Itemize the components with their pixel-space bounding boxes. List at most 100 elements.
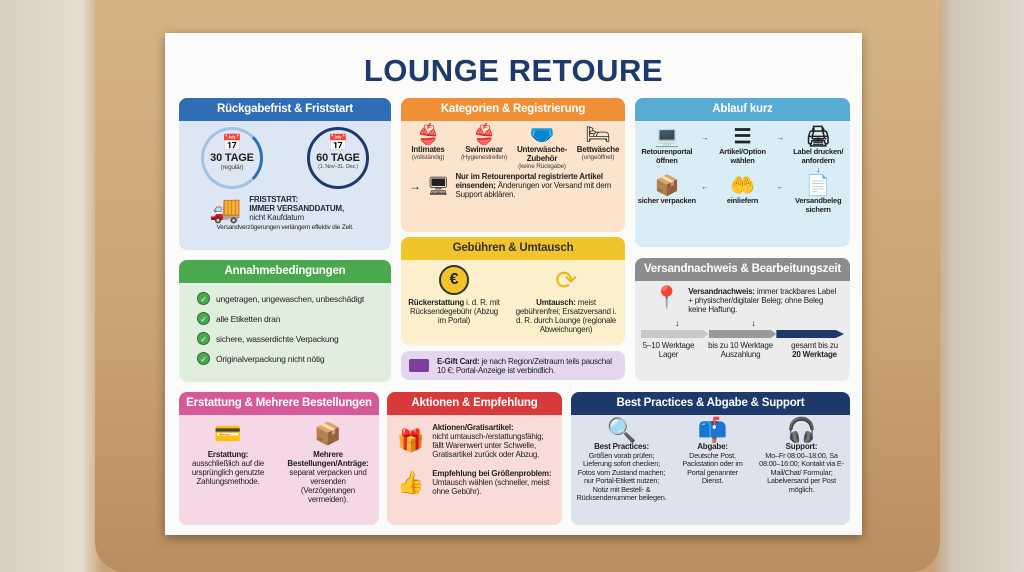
document-icon: 📄 (805, 175, 831, 197)
poster-title: LOUNGE RETOURE (363, 53, 664, 88)
panel-header: Gebühren & Umtausch (401, 237, 625, 260)
exchange-info: ⟳Umtausch: meist gebührenfrei; Ersatzver… (514, 265, 618, 334)
refund-text: i. d. R. mit Rücksendegebühr (Abzug im P… (409, 298, 500, 325)
days-30: 30 TAGE (210, 152, 254, 164)
support-text: Mo–Fr 08:00–18:00, Sa 08:00–16:00; Konta… (759, 450, 844, 494)
panel-header: Rückgabefrist & Friststart (179, 98, 391, 121)
arrow-right-icon: → (409, 178, 421, 193)
panel-gebuehren: Gebühren & Umtausch €Rückerstattung i. d… (401, 237, 625, 345)
category-bettwaesche: 🛏Bettwäsche(ungeöffnet) (572, 125, 624, 170)
arrow-icon: ← (776, 182, 785, 191)
category-label: Intimates (411, 145, 445, 154)
gift-text: je nach Region/Zeitraum teils pauschal 1… (437, 356, 612, 375)
check-icon: ✓ (197, 332, 210, 345)
arrow-down-icon: ↓ (751, 318, 756, 328)
abgabe-text: Deutsche Post, Packstation oder im Porta… (682, 450, 743, 485)
badge-60-days: 📅 60 TAGE (1. Nov–31. Dez.) (307, 127, 369, 189)
promo-text: nicht umtausch-/erstattungsfähig; fällt … (432, 432, 544, 459)
gift-label: E-Gift Card: (437, 356, 480, 366)
arrow-icon: ← (701, 182, 709, 191)
step-artikel: ☰Artikel/Option wählen (711, 127, 775, 165)
proof-text: immer trackbares Label + physischer/digi… (688, 287, 837, 314)
arrow-icon: → (701, 133, 709, 142)
friststart-value: IMMER VERSANDDATUM, (249, 204, 344, 213)
delivery-truck-icon: 🚚 (209, 193, 242, 224)
days-30-sub: (regulär) (220, 164, 244, 171)
bedsheet-icon: 🛏 (585, 124, 611, 146)
panel-header: Ablauf kurz (635, 98, 850, 121)
panel-aktionen: Aktionen & Empfehlung 🎁 Aktionen/Gratisa… (387, 392, 562, 525)
step-verpacken: 📦sicher verpacken (635, 176, 699, 205)
condition-item: ✓ungetragen, ungewaschen, unbeschädigt (197, 289, 391, 309)
category-swimwear: 👙Swimwear(Hygienestreifen) (456, 125, 512, 170)
category-unterwaesche: 🩲Unterwäsche-Zubehör(keine Rückgabe) (514, 125, 570, 170)
thumbs-up-icon: 👍 (397, 469, 425, 495)
step-label: einliefern (726, 196, 759, 205)
laptop-icon: 💻 (654, 126, 680, 148)
category-sub: (vollständig) (411, 154, 445, 161)
size-tip-text: Umtausch wählen (schneller, meist ohne G… (432, 478, 550, 496)
calendar-icon: 📅 (222, 135, 242, 152)
arrow-down-icon: ↓ (816, 165, 820, 174)
package-icon: 📦 (654, 175, 680, 197)
checklist-cursor-icon: ☰ (733, 126, 752, 148)
printer-icon: 🖨 (805, 126, 831, 148)
step-label: Artikel/Option wählen (719, 147, 766, 165)
category-label: Bettwäsche (576, 145, 620, 154)
gift-card-icon (409, 359, 429, 372)
multiple-orders-label: Mehrere Bestellungen/Anträge: (287, 450, 369, 468)
size-tip-label: Empfehlung bei Größenproblem: (432, 469, 552, 478)
refund-method: 💳Erstattung:ausschließlich auf die urspr… (185, 423, 271, 504)
refund-label: Rückerstattung (408, 298, 465, 307)
days-60: 60 TAGE (316, 152, 360, 164)
exchange-text: meist gebührenfrei; Ersatzversand i. d. … (515, 298, 617, 334)
step-label: sicher verpacken (637, 196, 696, 205)
monitor-icon: 🖥 (426, 175, 450, 196)
timeline-stage-lager (641, 330, 709, 338)
best-practices-label: Best Practices: (594, 442, 649, 451)
check-icon: ✓ (197, 352, 210, 365)
arrow-icon: → (776, 133, 785, 142)
exchange-label: Umtausch: (536, 298, 576, 307)
panel-header: Annahmebedingungen (179, 260, 391, 283)
refund-method-label: Erstattung: (207, 450, 249, 459)
category-sub: (keine Rückgabe) (518, 163, 566, 170)
condition-item: ✓sichere, wasserdichte Verpackung (197, 329, 391, 349)
step-portal: 💻Retourenportal öffnen (635, 127, 699, 165)
step-label: Label drucken/ anfordern (793, 147, 844, 165)
multiple-orders: 📦 Mehrere Bestellungen/Anträge:separat ve… (283, 421, 373, 505)
panel-kategorien: Kategorien & Registrierung 👙Intimates(vo… (401, 98, 625, 232)
panel-ablauf: Ablauf kurz 💻Retourenportal öffnen → ☰Ar… (635, 98, 850, 247)
timeline-stage-gesamt (776, 330, 845, 338)
condition-item: ✓alle Etiketten dran (197, 309, 391, 329)
panel-header: Best Practices & Abgabe & Support (571, 392, 850, 415)
step-label-print: 🖨Label drucken/ anfordern↓ (786, 127, 850, 174)
promo-label: Aktionen/Gratisartikel: (432, 423, 514, 432)
calendar-clock-icon: 📅 (328, 135, 348, 152)
step-beleg: 📄Versandbeleg sichern (786, 176, 850, 214)
panel-header: Aktionen & Empfehlung (387, 392, 562, 415)
panel-annahme: Annahmebedingungen ✓ungetragen, ungewasc… (179, 260, 391, 382)
abgabe-label: Abgabe: (697, 442, 728, 451)
step-label: Retourenportal öffnen (641, 147, 693, 165)
check-icon: ✓ (197, 292, 210, 305)
arrow-down-icon: ↓ (675, 318, 680, 328)
category-sub: (Hygienestreifen) (460, 154, 508, 161)
timeline-label-lager: 5–10 Werktage Lager (642, 341, 695, 359)
category-label: Swimwear (465, 145, 503, 154)
proof-label: Versandnachweis: (688, 287, 755, 296)
mailbox-icon: 📫 (697, 417, 728, 444)
boxes-icon: 📦 (314, 421, 342, 446)
refund-method-text: ausschließlich auf die ursprünglich genu… (191, 459, 265, 486)
panel-rueckgabefrist: Rückgabefrist & Friststart 📅 30 TAGE (re… (179, 98, 391, 250)
underwear-no-return-icon: 🩲 (529, 124, 555, 146)
panel-versandnachweis: Versandnachweis & Bearbeitungszeit 📍 Ver… (635, 258, 850, 381)
panel-erstattung: Erstattung & Mehrere Bestellungen 💳Ersta… (179, 392, 379, 525)
timeline-bar (641, 330, 845, 338)
magnifier-icon: 🔍 (606, 417, 637, 444)
hand-package-icon: 🤲 (730, 175, 755, 197)
condition-item: ✓Originalverpackung nicht nötig (197, 349, 391, 369)
multiple-orders-text: separat verpacken und versenden (Verzöge… (289, 468, 367, 504)
map-pin-icon: 📍 (653, 285, 681, 310)
